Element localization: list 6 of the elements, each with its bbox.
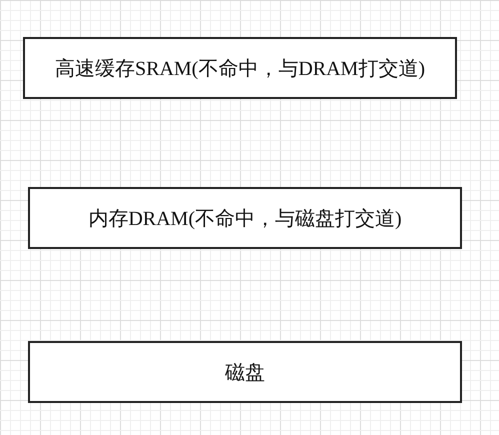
box-label: 磁盘: [225, 360, 265, 386]
process-box: [23, 37, 457, 99]
process-box: [28, 187, 462, 249]
box-label: 高速缓存SRAM(不命中，与DRAM打交道): [54, 56, 426, 82]
box-label: 内存DRAM(不命中，与磁盘打交道): [88, 206, 402, 232]
process-box: [28, 341, 462, 403]
